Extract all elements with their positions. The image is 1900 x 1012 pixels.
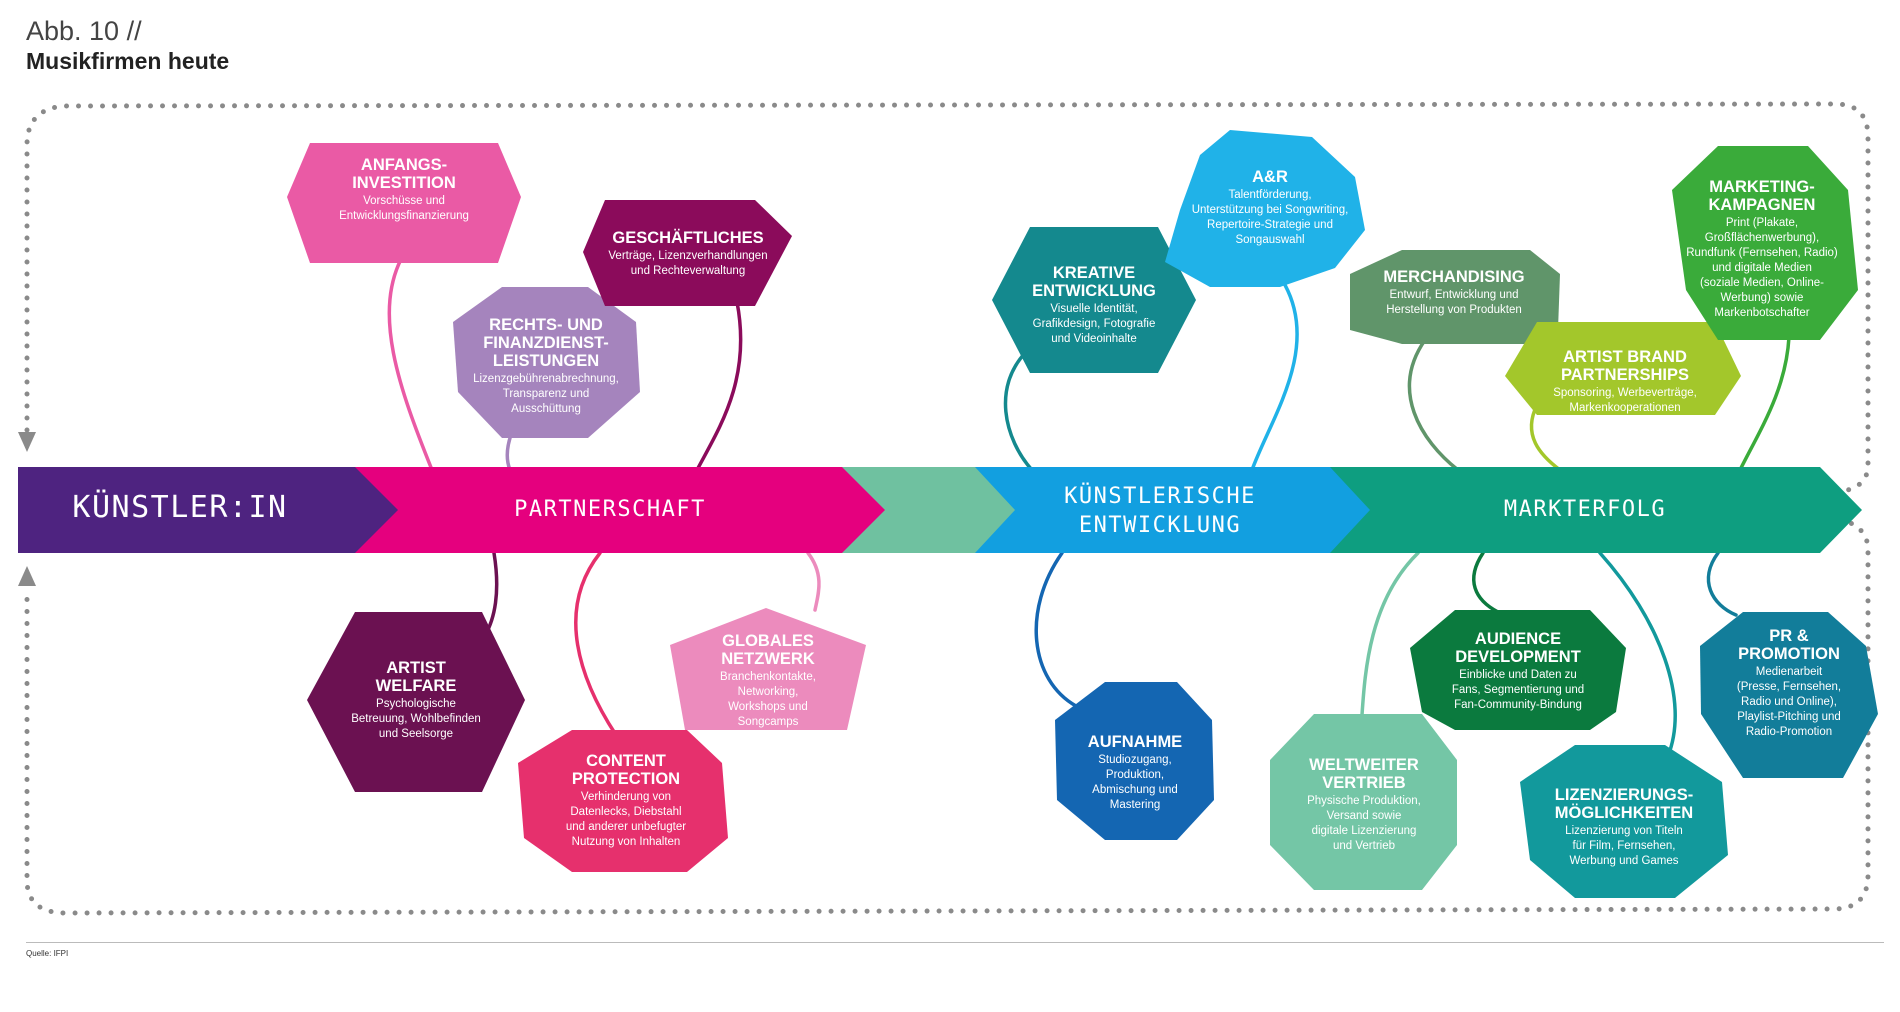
node-shape-marketing: [1672, 146, 1858, 340]
node-vertrieb-desc: Physische Produktion, Versand sowie digi…: [1307, 795, 1421, 852]
band-kuenstler: [18, 467, 398, 553]
node-shape-pr: [1700, 612, 1878, 778]
node-anfangsinvestition: ANFANGS- INVESTITION Vorschüsse und Entw…: [300, 156, 508, 224]
node-lizenzierung: LIZENZIERUNGS- MÖGLICHKEITEN Lizenzierun…: [1524, 786, 1724, 869]
node-shape-vertrieb: [1270, 714, 1457, 890]
source-divider: [26, 942, 1884, 943]
connector-vertrieb: [1360, 551, 1420, 717]
node-anfangsinvestition-title: ANFANGS- INVESTITION: [352, 156, 456, 192]
node-audience-title: AUDIENCE DEVELOPMENT: [1455, 630, 1581, 666]
node-kreative-entwicklung-desc: Visuelle Identität, Grafikdesign, Fotogr…: [1032, 303, 1156, 345]
node-kreative-entwicklung: KREATIVE ENTWICKLUNG Visuelle Identität,…: [1004, 264, 1184, 347]
node-marketing-desc: Print (Plakate, Großflächenwerbung), Run…: [1686, 217, 1838, 319]
connector-pr: [1706, 551, 1738, 617]
node-aundr-title: A&R: [1252, 168, 1288, 186]
connector-kreative-entwicklung: [1003, 346, 1034, 472]
node-shape-anfangsinvestition: [287, 143, 521, 263]
band-label-kuenstlerische-entwicklung: KÜNSTLERISCHE ENTWICKLUNG: [1064, 484, 1256, 538]
band-label-partnerschaft: PARTNERSCHAFT: [514, 497, 706, 522]
node-marketing: MARKETING- KAMPAGNEN Print (Plakate, Gro…: [1668, 178, 1856, 321]
node-shape-rechts-finanz: [453, 287, 640, 438]
connector-aundr: [1250, 283, 1299, 472]
node-audience: AUDIENCE DEVELOPMENT Einblicke und Daten…: [1420, 630, 1616, 713]
source-note: Quelle: IFPI: [26, 949, 69, 958]
node-globales-netzwerk: GLOBALES NETZWERK Branchenkontakte, Netw…: [686, 632, 850, 730]
node-content-protection-desc: Verhinderung von Datenlecks, Diebstahl u…: [565, 791, 687, 848]
node-lizenzierung-desc: Lizenzierung von Titeln für Film, Fernse…: [1565, 825, 1683, 867]
node-artist-brand-title: ARTIST BRAND PARTNERSHIPS: [1560, 348, 1690, 384]
figure-title: Musikfirmen heute: [26, 48, 230, 74]
node-rechts-finanz: RECHTS- UND FINANZDIENST- LEISTUNGEN Liz…: [460, 316, 632, 417]
arrow-down-icon: [18, 432, 36, 452]
connector-content-protection: [574, 551, 618, 737]
node-shape-lizenzierung: [1520, 745, 1728, 898]
node-merchandising: MERCHANDISING Entwurf, Entwicklung und H…: [1356, 268, 1552, 318]
node-merchandising-title: MERCHANDISING: [1383, 268, 1525, 286]
band-bridge: [838, 467, 1015, 553]
node-pr-title: PR & PROMOTION: [1738, 627, 1840, 663]
band-label-markterfolg: MARKTERFOLG: [1503, 497, 1667, 522]
node-lizenzierung-title: LIZENZIERUNGS- MÖGLICHKEITEN: [1554, 786, 1694, 822]
connector-lizenzierung: [1598, 551, 1677, 758]
connector-marketing: [1738, 335, 1791, 472]
node-content-protection-title: CONTENT PROTECTION: [571, 752, 681, 788]
node-shape-audience: [1410, 610, 1626, 730]
node-aundr-desc: Talentförderung, Unterstützung bei Songw…: [1191, 189, 1349, 246]
node-pr: PR & PROMOTION Medienarbeit (Presse, Fer…: [1704, 627, 1874, 740]
node-kreative-entwicklung-title: KREATIVE ENTWICKLUNG: [1032, 264, 1156, 300]
node-geschaeftliches-desc: Verträge, Lizenzverhandlungen und Rechte…: [608, 250, 768, 277]
node-vertrieb-title: WELTWEITER VERTRIEB: [1309, 756, 1419, 792]
connector-geschaeftliches: [695, 300, 743, 472]
band-markterfolg: [1320, 467, 1862, 553]
node-artist-welfare-desc: Psychologische Betreuung, Wohlbefinden u…: [351, 698, 481, 740]
band-label-kuenstler: KÜNSTLER:IN: [72, 490, 288, 525]
connector-merchandising: [1407, 338, 1460, 472]
node-vertrieb: WELTWEITER VERTRIEB Physische Produktion…: [1274, 756, 1454, 854]
node-aufnahme: AUFNAHME Studiozugang, Produktion, Abmis…: [1062, 733, 1208, 813]
node-shape-content-protection: [518, 730, 728, 872]
node-pr-desc: Medienarbeit (Presse, Fernsehen, Radio u…: [1736, 666, 1842, 738]
node-shape-globales-netzwerk: [670, 608, 866, 730]
connector-artist-brand: [1529, 403, 1562, 472]
node-shape-merchandising: [1350, 250, 1560, 344]
node-shape-geschaeftliches: [583, 200, 792, 306]
node-aufnahme-title: AUFNAHME: [1087, 733, 1183, 751]
arrow-up-icon: [18, 566, 36, 586]
connector-aufnahme: [1034, 551, 1078, 708]
node-artist-welfare-title: ARTIST WELFARE: [375, 659, 457, 695]
node-audience-desc: Einblicke und Daten zu Fans, Segmentieru…: [1451, 669, 1585, 711]
node-marketing-title: MARKETING- KAMPAGNEN: [1708, 178, 1816, 214]
node-merchandising-desc: Entwurf, Entwicklung und Herstellung von…: [1386, 289, 1522, 316]
node-shape-artist-welfare: [307, 612, 525, 792]
connector-globales-netzwerk: [806, 551, 821, 612]
node-globales-netzwerk-desc: Branchenkontakte, Networking, Workshops …: [720, 671, 816, 728]
node-shape-artist-brand: [1505, 322, 1741, 415]
node-shape-kreative-entwicklung: [992, 227, 1196, 373]
node-rechts-finanz-desc: Lizenzgebührenabrechnung, Transparenz un…: [473, 373, 619, 415]
node-artist-brand: ARTIST BRAND PARTNERSHIPS Sponsoring, We…: [1520, 348, 1730, 416]
node-artist-brand-desc: Sponsoring, Werbeverträge, Markenkoopera…: [1553, 387, 1697, 414]
node-shape-aufnahme: [1055, 682, 1214, 840]
node-shape-aundr: [1165, 130, 1365, 287]
band-partnerschaft: [345, 467, 885, 553]
node-aundr: A&R Talentförderung, Unterstützung bei S…: [1180, 168, 1360, 248]
node-globales-netzwerk-title: GLOBALES NETZWERK: [721, 632, 815, 668]
connector-anfangsinvestition: [387, 250, 434, 472]
node-aufnahme-desc: Studiozugang, Produktion, Abmischung und…: [1092, 754, 1178, 811]
node-anfangsinvestition-desc: Vorschüsse und Entwicklungsfinanzierung: [339, 195, 469, 222]
connector-audience: [1472, 551, 1500, 614]
node-artist-welfare: ARTIST WELFARE Psychologische Betreuung,…: [322, 659, 510, 742]
node-geschaeftliches: GESCHÄFTLICHES Verträge, Lizenzverhandlu…: [592, 229, 784, 279]
node-geschaeftliches-title: GESCHÄFTLICHES: [612, 229, 764, 247]
band-kuenstlerische-entwicklung: [960, 467, 1370, 553]
node-rechts-finanz-title: RECHTS- UND FINANZDIENST- LEISTUNGEN: [483, 316, 609, 370]
figure-label: Abb. 10 //: [26, 16, 142, 46]
node-content-protection: CONTENT PROTECTION Verhinderung von Date…: [528, 752, 724, 850]
